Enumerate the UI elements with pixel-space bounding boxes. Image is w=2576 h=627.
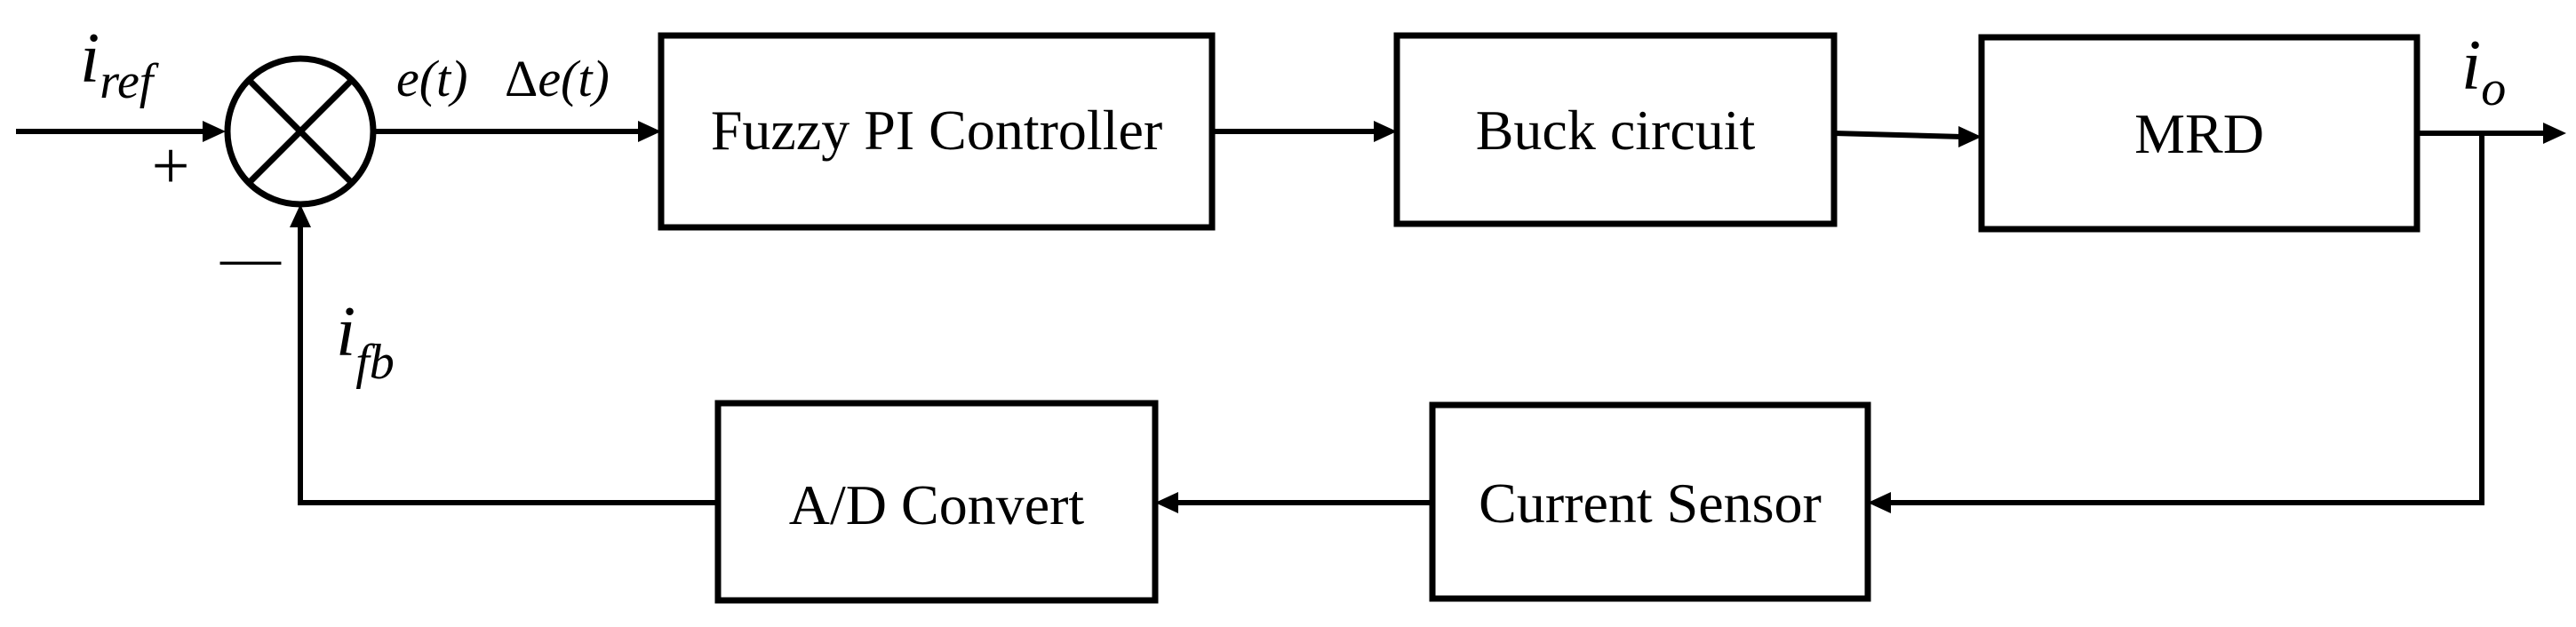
i-o-label: io [2461,27,2506,116]
i-ref-label: iref [80,20,160,109]
ad-convert-block: A/D Convert [714,400,1159,604]
adc-input-arrowhead [1155,492,1178,513]
fuzzy-pi-controller-label: Fuzzy PI Controller [711,99,1162,162]
feedback-wire-left [298,227,718,505]
fuzzy-pi-controller-block: Fuzzy PI Controller [658,32,1216,231]
e-t-label: e(t) [396,50,468,107]
sensor-input-arrowhead [1868,492,1891,513]
summing-junction [224,55,377,208]
error-arrowhead [638,121,661,142]
i-fb-label: ifb [336,293,395,390]
buck-output-wire [1833,131,1963,139]
input-arrowhead [203,121,226,142]
plus-sign: + [152,129,190,203]
delta-e-t-label: Δe(t) [505,50,610,107]
current-sensor-label: Current Sensor [1479,472,1822,535]
current-sensor-block: Current Sensor [1429,401,1871,602]
buck-output-arrowhead [1958,126,1982,147]
buck-circuit-block: Buck circuit [1393,32,1838,227]
feedback-wire-right [1884,133,2484,505]
output-arrowhead [2543,123,2566,144]
ad-convert-label: A/D Convert [789,473,1085,536]
minus-sign: — [219,223,282,290]
buck-circuit-label: Buck circuit [1476,99,1756,162]
feedback-arrowhead [290,204,311,227]
mrd-block: MRD [1978,34,2420,233]
controller-output-arrowhead [1374,121,1397,142]
mrd-label: MRD [2134,102,2264,165]
